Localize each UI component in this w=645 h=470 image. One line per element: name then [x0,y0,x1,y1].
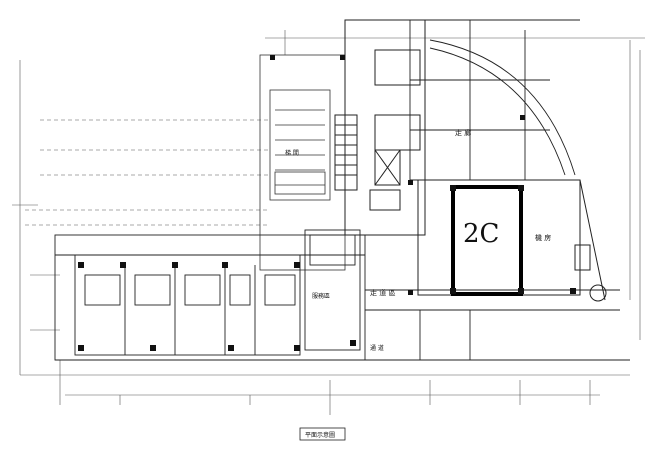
label-corridor-top: 走 廊 [455,128,471,137]
dimension-lines [12,30,645,415]
upper-block [259,54,346,271]
scale-caption-box: 平面示意圖 [299,427,346,441]
south-block [54,229,630,361]
east-wing [409,19,580,181]
label-hall: 服務區 [312,292,330,300]
scale-caption: 平面示意圖 [305,431,335,439]
label-right-room: 機 房 [535,233,551,242]
unit-label: 2C [463,219,499,249]
area-labels: 走 廊 機 房 走 道 區 服務區 梯 間 通 道 [285,128,551,352]
label-walk: 通 道 [370,344,384,352]
label-corridor: 走 道 區 [370,288,395,297]
structural-columns [78,55,576,351]
unit-2c: 2C [417,179,607,302]
label-stair: 梯 間 [285,149,299,157]
core-area [334,19,426,236]
